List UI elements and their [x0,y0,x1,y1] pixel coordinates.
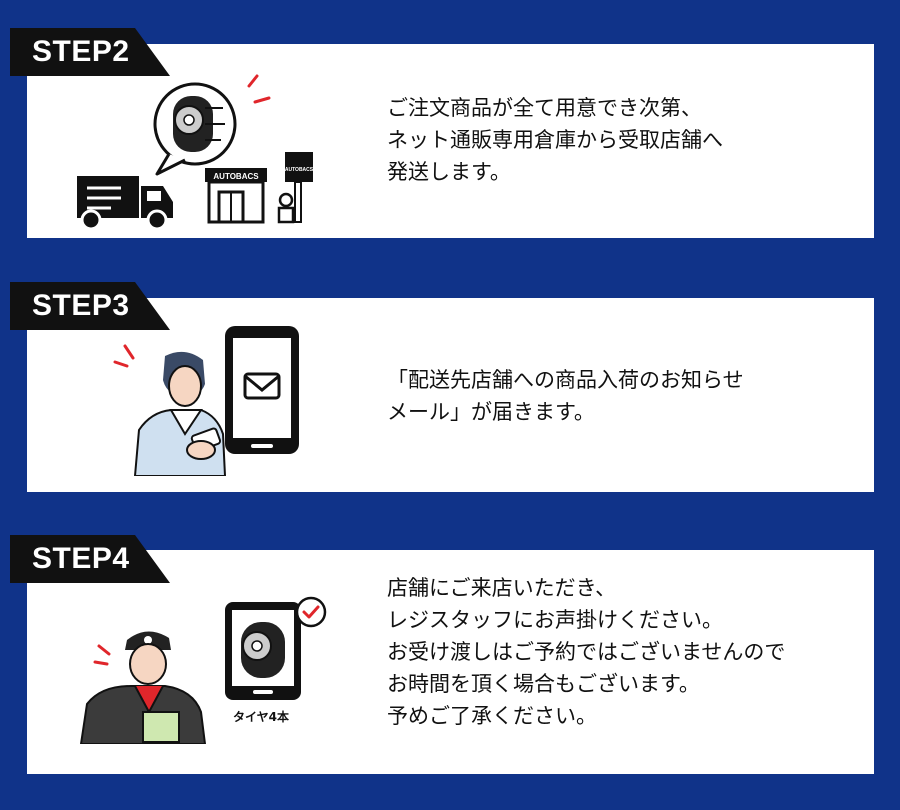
truck-icon [77,176,173,231]
tire-count-label: タイヤ4本 [233,710,289,724]
tires-speech-bubble-icon [153,82,237,176]
step2-badge: STEP2 [10,28,170,76]
step3-card: 「配送先店舗への商品入荷のお知らせ メール」が届きます。 [27,298,874,492]
step4-badge: STEP4 [10,535,170,583]
mail-icon [243,372,281,400]
phone-tires-illustration [225,596,327,700]
alert-lines-icon [113,344,135,368]
check-bubble-icon [295,596,327,628]
step4-description: 店舗にご来店いただき、 レジスタッフにお声掛けください。 お受け渡しはご予約では… [387,576,786,728]
step3-description: 「配送先店舗への商品入荷のお知らせ メール」が届きます。 [387,368,744,424]
staff-person-icon [79,631,207,744]
autobacs-store-icon: AUTOBACS [205,168,267,224]
step4-card: タイヤ4本 店舗にご来店いただき、 レジスタッフにお声掛けください。 お受け渡し… [27,550,874,774]
staff-illustration [79,631,207,744]
person-icon [133,351,227,476]
alert-lines-icon [93,644,111,666]
step3-badge: STEP3 [10,282,170,330]
pole-sign-label: AUTOBACS [285,167,314,173]
truck-and-store-illustration: AUTOBACS AUTOBACS [77,74,314,231]
pole-sign-icon: AUTOBACS [277,152,314,224]
step2-description: ご注文商品が全て用意でき次第、 ネット通販専用倉庫から受取店舗へ 発送します。 [387,96,723,184]
person-with-phone-illustration [113,344,227,476]
smartphone-mail-illustration [225,326,299,454]
tire-icon [241,622,285,678]
step2-card: AUTOBACS AUTOBACS ご注文商品が全て用意でき次第、 ネット通販専… [27,44,874,238]
alert-lines-icon [247,74,271,104]
store-sign: AUTOBACS [213,172,259,181]
